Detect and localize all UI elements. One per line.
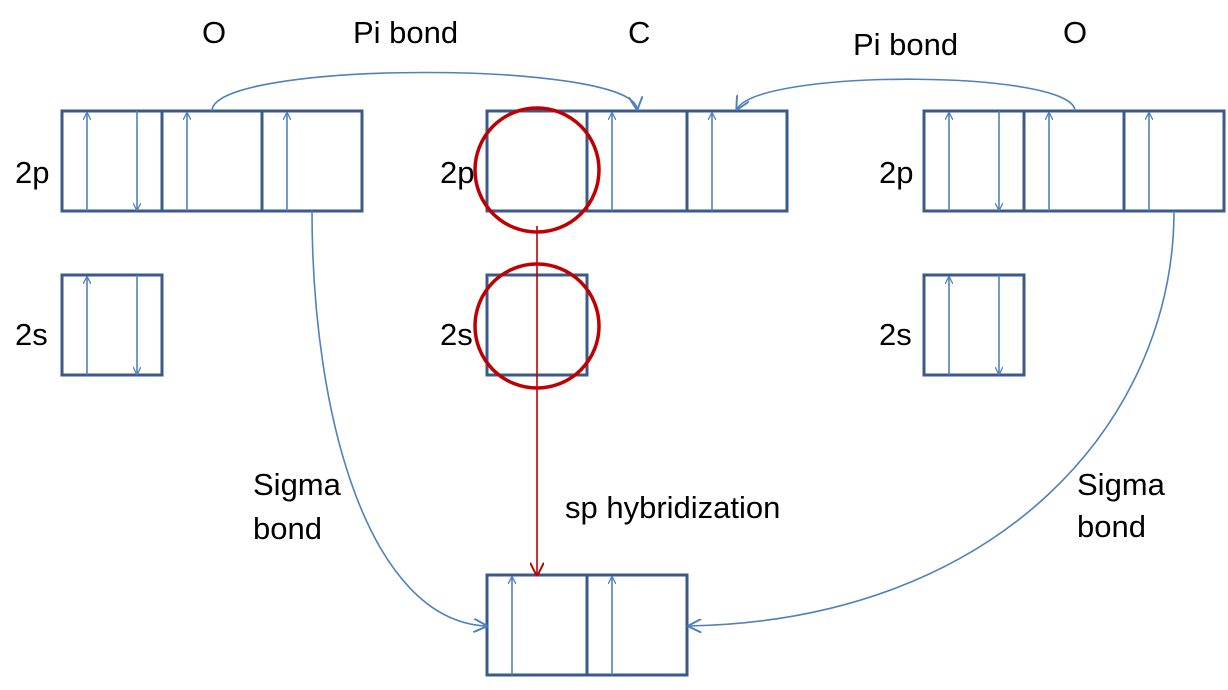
orbital-box <box>1022 109 1126 213</box>
pi-bond-label-right: Pi bond <box>853 27 958 62</box>
sp-hybridization-label: sp hybridization <box>565 490 780 525</box>
sigma-bond-label-left-2: bond <box>253 511 322 546</box>
orbital-box <box>585 573 689 677</box>
orbital-box <box>585 109 689 213</box>
sigma-bond-arrow-left <box>311 210 486 626</box>
carbon-2p-orbitals <box>485 109 789 213</box>
orbital-label-2p-left: 2p <box>15 155 49 190</box>
orbital-label-2s-center: 2s <box>440 317 473 352</box>
orbital-label-2s-right: 2s <box>879 317 912 352</box>
carbon-sp-hybrid-orbitals <box>485 573 689 677</box>
sigma-bond-label-right-2: bond <box>1077 509 1146 544</box>
left-oxygen-2s-orbital <box>60 273 164 377</box>
pi-bond-label-left: Pi bond <box>353 15 458 50</box>
atom-label-right-oxygen: O <box>1063 15 1087 50</box>
right-oxygen-2p-orbitals <box>922 109 1226 213</box>
pi-bond-arrow-right <box>737 78 1076 111</box>
orbital-label-2p-center: 2p <box>440 155 474 190</box>
orbital-box <box>685 109 789 213</box>
orbital-box <box>485 573 589 677</box>
orbital-box <box>260 109 364 213</box>
sigma-bond-arrow-right <box>689 210 1175 626</box>
right-oxygen-2s-orbital <box>922 273 1026 377</box>
orbital-box <box>160 109 264 213</box>
orbital-box <box>1122 109 1226 213</box>
sigma-bond-label-right-1: Sigma <box>1077 467 1166 502</box>
hybridizing-2p-orbital-highlight <box>473 106 601 234</box>
left-oxygen-2p-orbitals <box>60 109 364 213</box>
pi-bond-arrow-left <box>211 71 637 111</box>
orbital-box <box>60 273 164 377</box>
orbital-label-2p-right: 2p <box>879 155 913 190</box>
sigma-bond-label-left-1: Sigma <box>253 467 342 502</box>
orbital-box <box>922 109 1026 213</box>
orbital-label-2s-left: 2s <box>15 317 48 352</box>
orbital-box <box>922 273 1026 377</box>
orbital-box <box>60 109 164 213</box>
atom-label-left-oxygen: O <box>202 15 226 50</box>
orbital-box <box>485 109 589 213</box>
atom-label-carbon: C <box>628 15 650 50</box>
